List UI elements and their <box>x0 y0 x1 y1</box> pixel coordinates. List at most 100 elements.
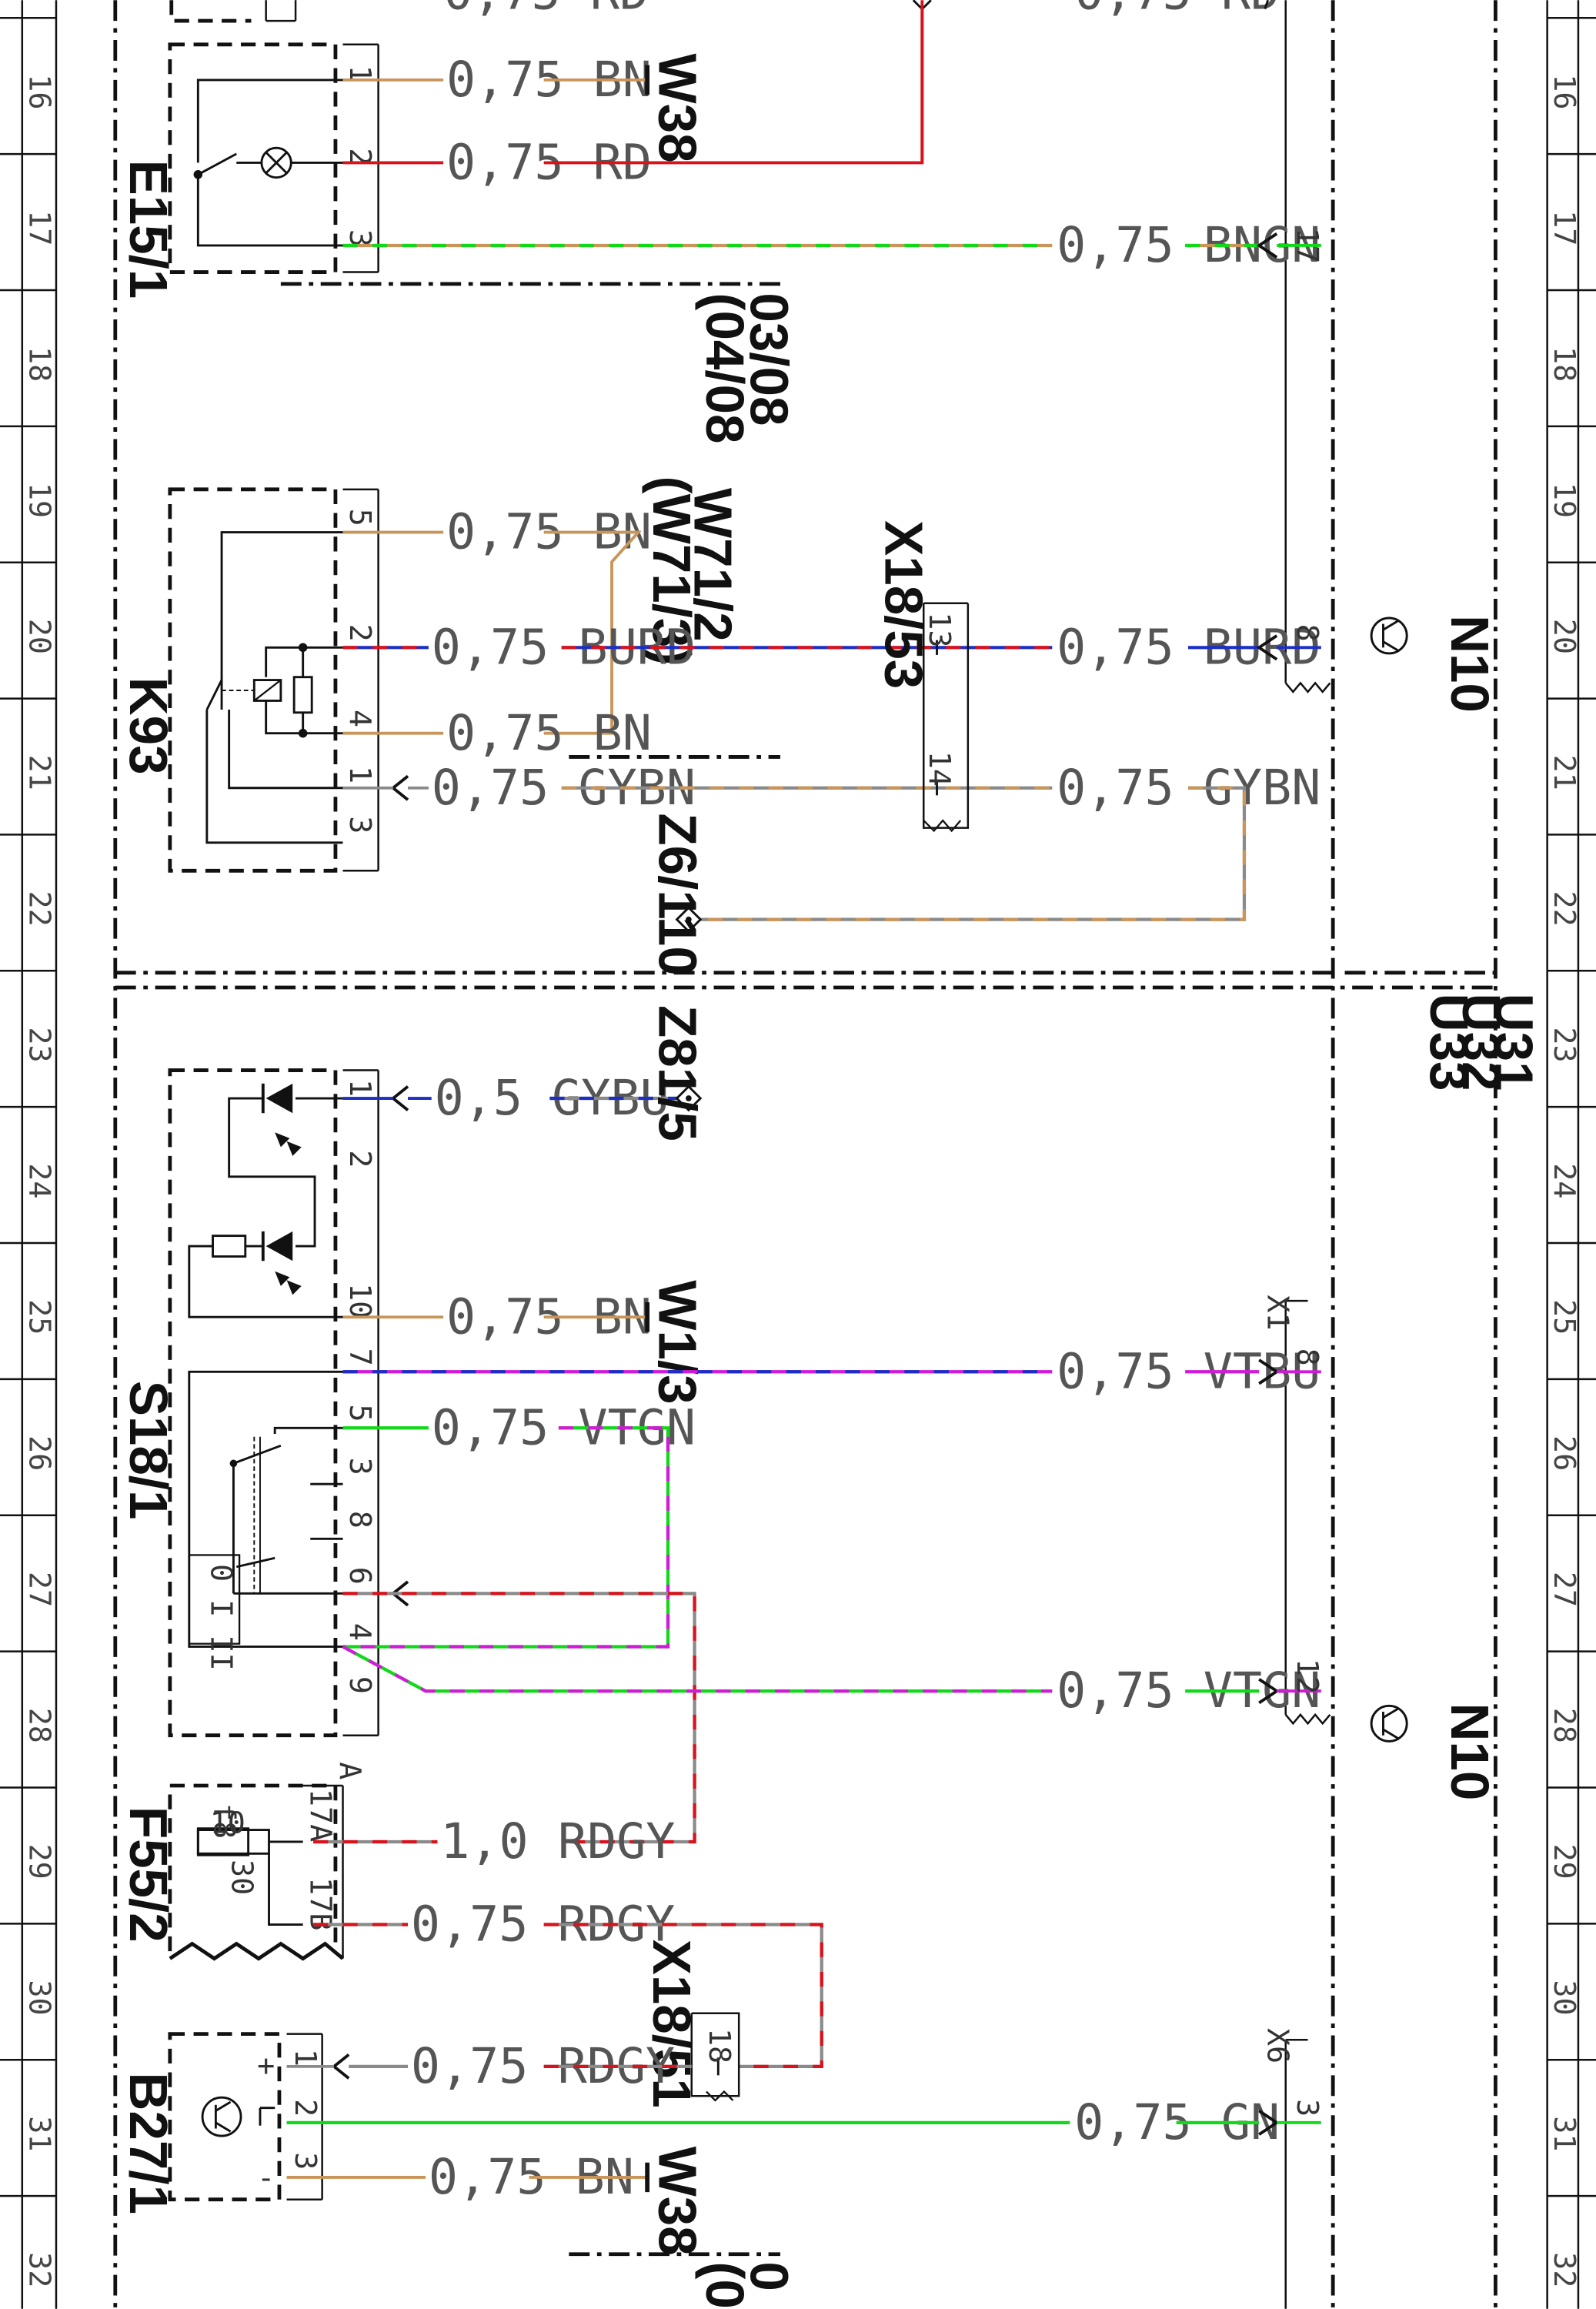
ruler-number: 21 <box>22 755 56 790</box>
ruler-number: 18 <box>1547 346 1581 382</box>
pin-f55-17a: 17A <box>302 1789 337 1842</box>
pin-x18-53-13: 13 <box>922 612 957 647</box>
k93-component <box>168 487 379 873</box>
component-label-f55-2: F55/2 <box>119 1806 179 1943</box>
ref-w38-top: W38 <box>647 53 707 162</box>
connector-label-a: A <box>332 1762 367 1779</box>
pin-x18-53-14: 14 <box>922 751 957 787</box>
ruler-number: 24 <box>22 1163 56 1198</box>
wire-label-f55-17a: 1,0 RDGY <box>440 1813 675 1870</box>
ruler-number: 28 <box>1547 1708 1581 1743</box>
connector-label-x1: X1 <box>1260 1295 1295 1330</box>
pin-k93-3: 3 <box>342 816 377 834</box>
connector-label-x6: X6 <box>1260 2028 1295 2063</box>
pin-s18-8: 8 <box>342 1511 377 1529</box>
ruler-number: 25 <box>22 1299 56 1335</box>
pin-x18-51-18: 18 <box>702 2028 736 2063</box>
pin-k93-2: 2 <box>342 624 377 642</box>
n10-box <box>1284 0 1331 2309</box>
wire-label-top-right: 0,75 RD <box>1074 0 1280 21</box>
pin-s18-9: 9 <box>342 1676 377 1694</box>
ruler-number: 23 <box>1547 1027 1581 1062</box>
pin-right-3: 3 <box>1290 2099 1324 2117</box>
pin-b27-3: 3 <box>288 2152 322 2170</box>
ruler-number: 19 <box>1547 483 1581 518</box>
pin-s18-1: 1 <box>342 1079 377 1097</box>
pin-s18-2: 2 <box>342 1150 377 1168</box>
ref-z6-110: Z6/110 <box>647 813 707 975</box>
ruler-number: 27 <box>22 1572 56 1607</box>
ruler-number: 27 <box>1547 1572 1581 1607</box>
ruler-number: 32 <box>22 2252 56 2287</box>
component-label-b27-1: B27/1 <box>119 2073 179 2214</box>
ruler-number: 24 <box>1547 1163 1581 1198</box>
pin-right-17: 17 <box>1290 228 1324 263</box>
pin-right-8-top: 8 <box>1290 624 1324 642</box>
page-ref-bottom-2: (04 <box>695 2261 755 2309</box>
ruler-number: 17 <box>1547 210 1581 246</box>
pin-s18-3: 3 <box>342 1458 377 1475</box>
transistor-icon <box>1370 617 1408 655</box>
ruler-number: 31 <box>1547 2116 1581 2151</box>
component-label-s18-1: S18/1 <box>119 1381 179 1520</box>
pin-k93-5: 5 <box>342 509 377 526</box>
wire-label-top-left: 0,75 RD <box>443 0 649 21</box>
ref-z81-5: Z81/5 <box>647 1005 707 1141</box>
fuse-pin-f8: f8 <box>206 1803 241 1839</box>
pin-b27-2: 2 <box>288 2099 322 2117</box>
wire-s18-6-rdgy <box>342 1592 696 1844</box>
pin-k93-1: 1 <box>342 766 377 784</box>
component-label-e15-1: E15/1 <box>119 160 179 299</box>
panel-label-u32: U32 <box>1451 994 1511 1091</box>
s18-1-component <box>168 1068 379 1738</box>
connector-label-x18-53: X18/53 <box>873 520 933 689</box>
ruler-number: 23 <box>22 1027 56 1062</box>
pin-right-8-bottom: 8 <box>1290 1348 1324 1366</box>
ruler-number: 29 <box>22 1844 56 1880</box>
ruler-number: 26 <box>22 1435 56 1471</box>
ruler-number: 30 <box>1547 1980 1581 2015</box>
fuse-value: 10 <box>210 1806 245 1840</box>
ruler-number: 25 <box>1547 1299 1581 1335</box>
fuse-pin-30: 30 <box>224 1860 259 1895</box>
ref-w1-3: W1/3 <box>647 1280 707 1404</box>
svg-text:+: + <box>257 2048 275 2083</box>
pin-f55-17b: 17B <box>302 1877 337 1930</box>
page-ref-03-08: 03/08 <box>740 292 800 426</box>
pin-s18-6: 6 <box>342 1567 377 1585</box>
ruler-number: 20 <box>22 619 56 654</box>
wire-s18-9-vtgn <box>342 1645 1053 1693</box>
ruler-ticks <box>0 16 1596 2197</box>
ruler-number: 31 <box>22 2116 56 2151</box>
connector-label-x18-51: X18/51 <box>642 1940 702 2108</box>
ruler-number: 21 <box>1547 755 1581 790</box>
f55-2-component <box>168 1783 345 1961</box>
pin-b27-1: 1 <box>288 2049 322 2067</box>
pin-e15-3: 3 <box>342 229 377 247</box>
ref-w38-bottom: W38 <box>647 2147 707 2256</box>
transistor-icon <box>1370 1704 1408 1743</box>
ruler-number: 30 <box>22 1980 56 2015</box>
ref-w71-2: W71/2 <box>683 488 743 642</box>
top-fragment <box>169 0 252 23</box>
ruler-number: 26 <box>1547 1435 1581 1471</box>
page-ref-bottom-1: 0 <box>740 2261 800 2291</box>
page-ref-04-08: (04/08 <box>695 292 755 443</box>
b27-1-component: + - <box>168 2032 323 2202</box>
ruler-number: 17 <box>22 210 56 246</box>
ruler-number: 20 <box>1547 619 1581 654</box>
component-label-k93: K93 <box>119 677 179 775</box>
pin-k93-4: 4 <box>342 710 377 727</box>
panel-frame <box>113 0 1498 2309</box>
e15-1-component <box>168 42 379 274</box>
ruler-number: 22 <box>1547 891 1581 927</box>
pin-right-12: 12 <box>1290 1659 1324 1694</box>
panel-label-u33: U33 <box>1419 994 1479 1091</box>
svg-text:-: - <box>257 2160 275 2195</box>
ruler-number: 19 <box>22 483 56 518</box>
pin-s18-5: 5 <box>342 1405 377 1422</box>
ruler-number: 28 <box>22 1708 56 1743</box>
x18-51-connector <box>690 2012 740 2102</box>
